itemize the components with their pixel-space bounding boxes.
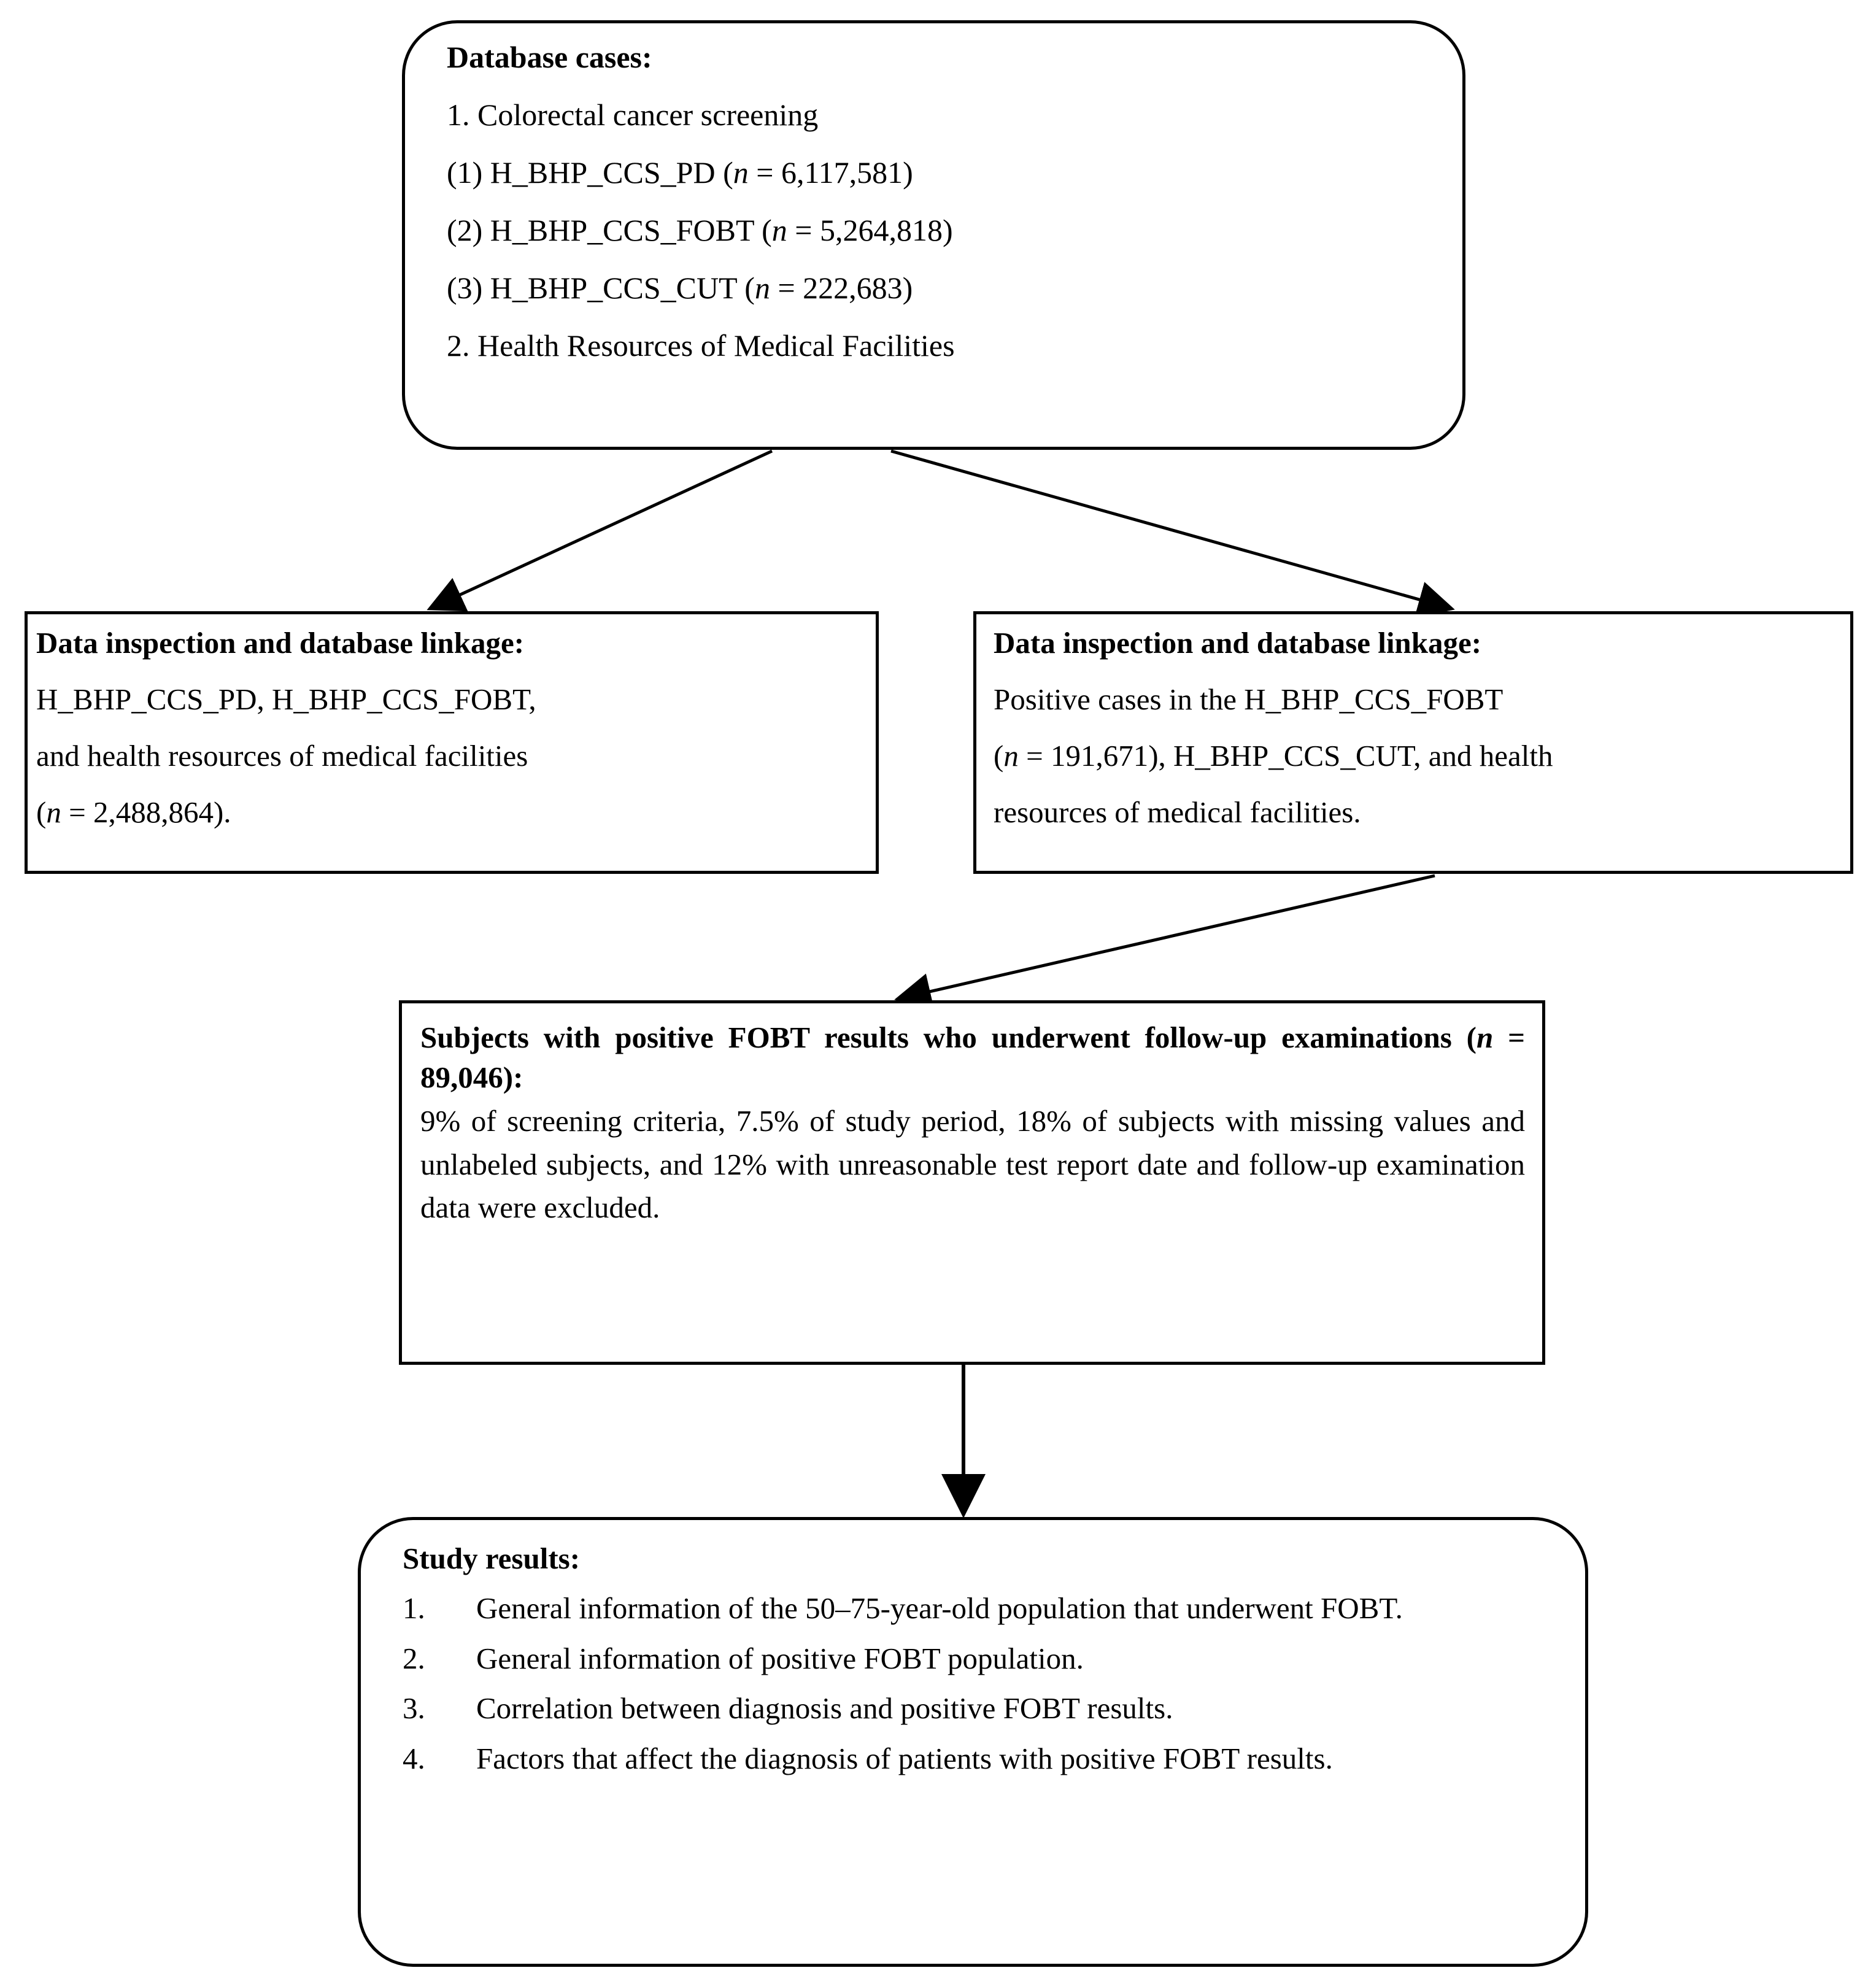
n-symbol-4: n (754, 271, 770, 305)
database-cases-item-4-label: (3) H_BHP_CCS_CUT (447, 271, 737, 305)
results-item-number-3: 3. (403, 1691, 425, 1726)
linkage-right-line-3: resources of medical facilities. (994, 795, 1361, 829)
edge-database-to-linkage-left (427, 449, 773, 612)
paren-open-2: ( (723, 155, 733, 190)
paren-close-left: ). (213, 795, 231, 829)
n-symbol-3: n (771, 213, 787, 247)
results-list: 1. General information of the 50–75-year… (403, 1587, 1556, 1780)
equals-right: = (1018, 739, 1051, 773)
database-cases-item-4-n: 222,683 (803, 271, 903, 305)
n-symbol-2: n (733, 155, 749, 190)
results-item-text-1: General information of the 50–75-year-ol… (476, 1591, 1403, 1625)
database-cases-item-1: 1. Colorectal cancer screening (447, 98, 819, 132)
database-cases-item-3-label: (2) H_BHP_CCS_FOBT (447, 213, 754, 247)
results-item-number-4: 4. (403, 1741, 425, 1775)
node-database-cases: Database cases: 1. Colorectal cancer scr… (402, 20, 1465, 450)
edge-database-to-linkage-right (890, 449, 1455, 617)
equals-4: = (770, 271, 803, 305)
paren-close-2: ) (903, 155, 913, 190)
linkage-left-heading: Data inspection and database linkage: (36, 626, 525, 660)
database-cases-item-4: (3) H_BHP_CCS_CUT (n = 222,683) (447, 272, 1438, 303)
equals-3: = (787, 213, 820, 247)
equals-2: = (748, 155, 781, 190)
paren-close-3: ) (942, 213, 953, 247)
linkage-left-n: 2,488,864 (93, 795, 214, 829)
node-subjects-positive-fobt: Subjects with positive FOBT results who … (399, 1000, 1545, 1365)
results-list-item: 4. Factors that affect the diagnosis of … (403, 1737, 1556, 1780)
results-item-number-1: 1. (403, 1591, 425, 1625)
paren-open-right: ( (994, 739, 1004, 773)
database-cases-item-3: (2) H_BHP_CCS_FOBT (n = 5,264,818) (447, 215, 1438, 245)
results-list-item: 3. Correlation between diagnosis and pos… (403, 1687, 1556, 1730)
node-linkage-right: Data inspection and database linkage: Po… (973, 611, 1853, 874)
linkage-right-line-1: Positive cases in the H_BHP_CCS_FOBT (994, 682, 1504, 716)
results-list-item: 2. General information of positive FOBT … (403, 1637, 1556, 1680)
linkage-left-line-1: H_BHP_CCS_PD, H_BHP_CCS_FOBT, (36, 682, 536, 716)
subjects-body: 9% of screening criteria, 7.5% of study … (420, 1104, 1525, 1225)
node-linkage-left: Data inspection and database linkage: H_… (25, 611, 879, 874)
node-study-results: Study results: 1. General information of… (358, 1517, 1588, 1967)
linkage-right-n: 191,671 (1050, 739, 1149, 773)
n-symbol-right: n (1003, 739, 1019, 773)
linkage-left-line-3: (n = 2,488,864). (36, 797, 867, 827)
results-item-text-4: Factors that affect the diagnosis of pat… (476, 1741, 1333, 1775)
equals-left: = (61, 795, 93, 829)
paren-open-3: ( (762, 213, 772, 247)
results-item-number-2: 2. (403, 1641, 425, 1675)
linkage-left-line-2: and health resources of medical faciliti… (36, 739, 528, 773)
database-cases-item-2-label: (1) H_BHP_CCS_PD (447, 155, 716, 190)
linkage-right-line-2: (n = 191,671), H_BHP_CCS_CUT, and health (994, 741, 1842, 771)
n-symbol-left: n (46, 795, 61, 829)
n-symbol-subjects: n (1476, 1021, 1494, 1054)
results-list-item: 1. General information of the 50–75-year… (403, 1587, 1556, 1630)
results-item-text-2: General information of positive FOBT pop… (476, 1641, 1084, 1675)
results-heading: Study results: (403, 1542, 581, 1575)
results-item-text-3: Correlation between diagnosis and positi… (476, 1691, 1173, 1726)
linkage-right-heading: Data inspection and database linkage: (994, 626, 1482, 660)
edge-linkage-right-to-subjects (894, 874, 1435, 1009)
paren-open-4: ( (744, 271, 755, 305)
subjects-heading-part1: Subjects with positive FOBT results who … (420, 1021, 1476, 1054)
paren-close-4: ) (902, 271, 913, 305)
database-cases-heading: Database cases: (447, 40, 652, 74)
paren-open-left: ( (36, 795, 47, 829)
database-cases-item-2-n: 6,117,581 (781, 155, 903, 190)
subjects-heading-part2: = 89,046): (420, 1021, 1525, 1094)
database-cases-item-2: (1) H_BHP_CCS_PD (n = 6,117,581) (447, 157, 1438, 188)
linkage-right-rest: ), H_BHP_CCS_CUT, and health (1148, 739, 1553, 773)
subjects-heading: Subjects with positive FOBT results who … (420, 1018, 1525, 1097)
database-cases-item-5: 2. Health Resources of Medical Facilitie… (447, 328, 955, 363)
database-cases-item-3-n: 5,264,818 (819, 213, 943, 247)
